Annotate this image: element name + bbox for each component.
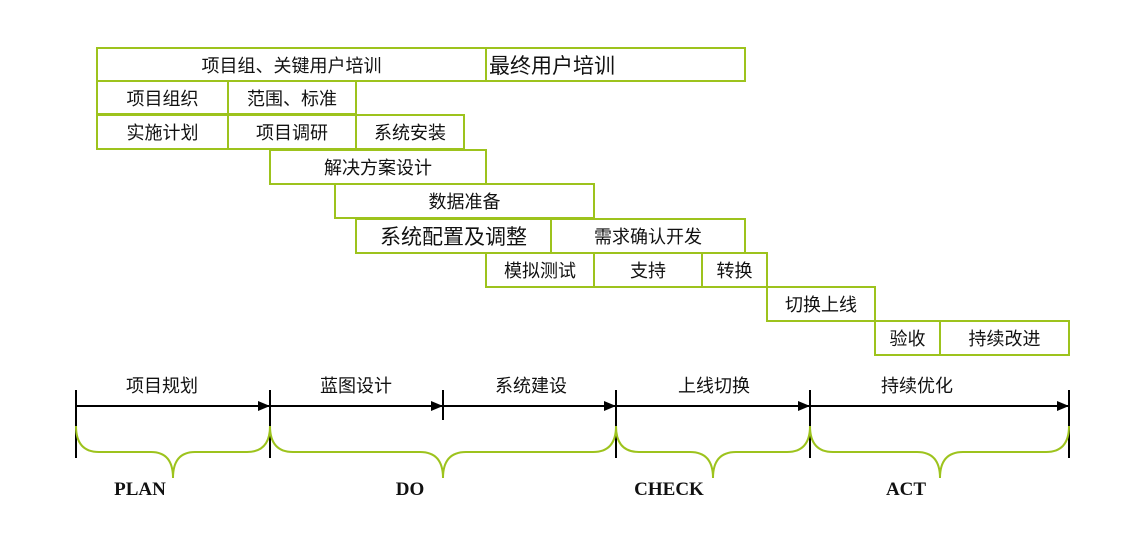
task-go-live: 切换上线 [766,286,876,322]
brace-act [809,425,1070,479]
task-solution-design: 解决方案设计 [269,149,487,185]
pdca-label-act: ACT [886,479,926,500]
task-acceptance: 验收 [874,320,941,356]
task-project-research: 项目调研 [227,114,357,150]
task-enduser-training: 最终用户培训 [485,47,746,82]
phase-label-optimization: 持续优化 [881,376,953,397]
task-requirement-dev: 需求确认开发 [550,218,746,254]
task-continuous-improvement: 持续改进 [939,320,1070,356]
task-data-preparation: 数据准备 [334,183,595,219]
task-support: 支持 [593,252,703,288]
phase-label-system-build: 系统建设 [495,376,567,397]
pdca-label-check: CHECK [634,479,704,500]
brace-check [615,425,811,479]
phase-label-go-live: 上线切换 [678,376,750,397]
pdca-label-do: DO [396,479,425,500]
brace-do [269,425,617,479]
phase-label-blueprint-design: 蓝图设计 [320,376,392,397]
task-simulation-test: 模拟测试 [485,252,595,288]
pdca-label-plan: PLAN [114,479,166,500]
task-conversion: 转换 [701,252,768,288]
phase-label-project-planning: 项目规划 [126,376,198,397]
task-project-organization: 项目组织 [96,80,229,115]
task-keyuser-training: 项目组、关键用户培训 [96,47,487,82]
task-system-config: 系统配置及调整 [355,218,552,254]
brace-plan [75,425,271,479]
